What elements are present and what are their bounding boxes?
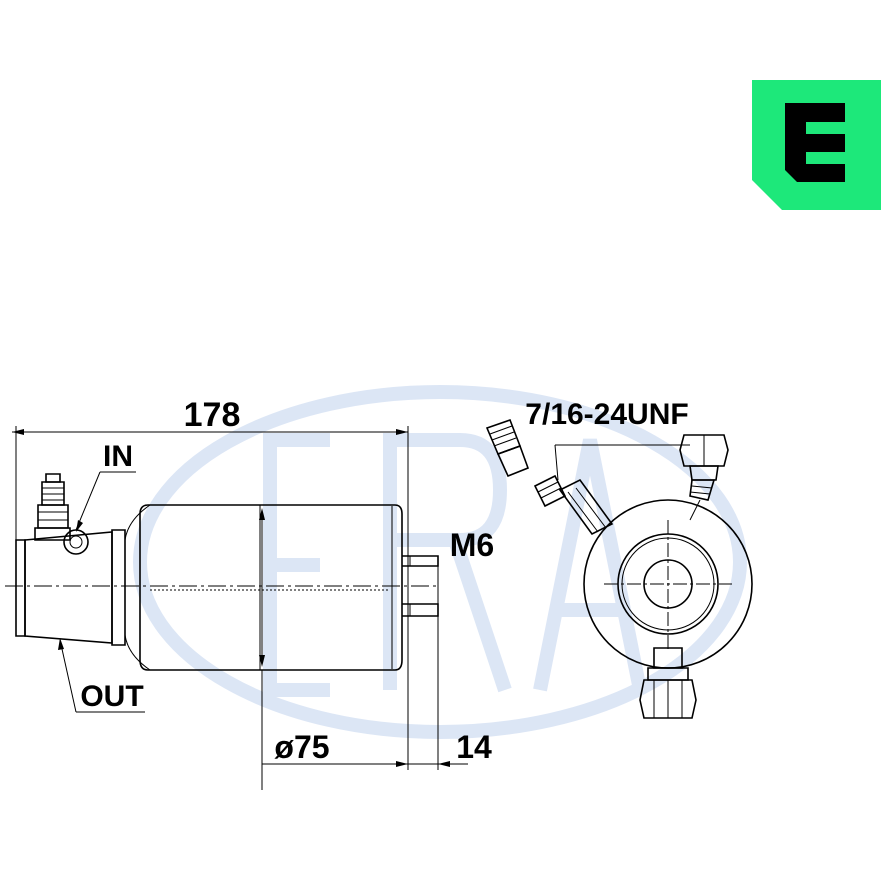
era-watermark-icon <box>133 385 747 739</box>
diameter-label: ø75 <box>274 729 329 765</box>
mount-thread-label: M6 <box>450 527 494 563</box>
inlet-fitting-icon <box>34 473 71 541</box>
stud-length-label: 14 <box>456 729 492 765</box>
length-dimension-label: 178 <box>184 396 241 434</box>
outlet-label: OUT <box>80 680 143 713</box>
end-view: 7/16-24UNF <box>485 398 753 719</box>
top-right-fitting-icon <box>679 434 729 521</box>
valve-fitting-icon <box>485 418 690 536</box>
bottom-fitting-icon <box>639 647 697 719</box>
inlet-label: IN <box>103 440 133 473</box>
port-thread-label: 7/16-24UNF <box>525 398 688 431</box>
era-e-logo-icon <box>752 80 881 210</box>
side-view: 178 IN OUT M6 ø75 14 <box>5 396 494 790</box>
